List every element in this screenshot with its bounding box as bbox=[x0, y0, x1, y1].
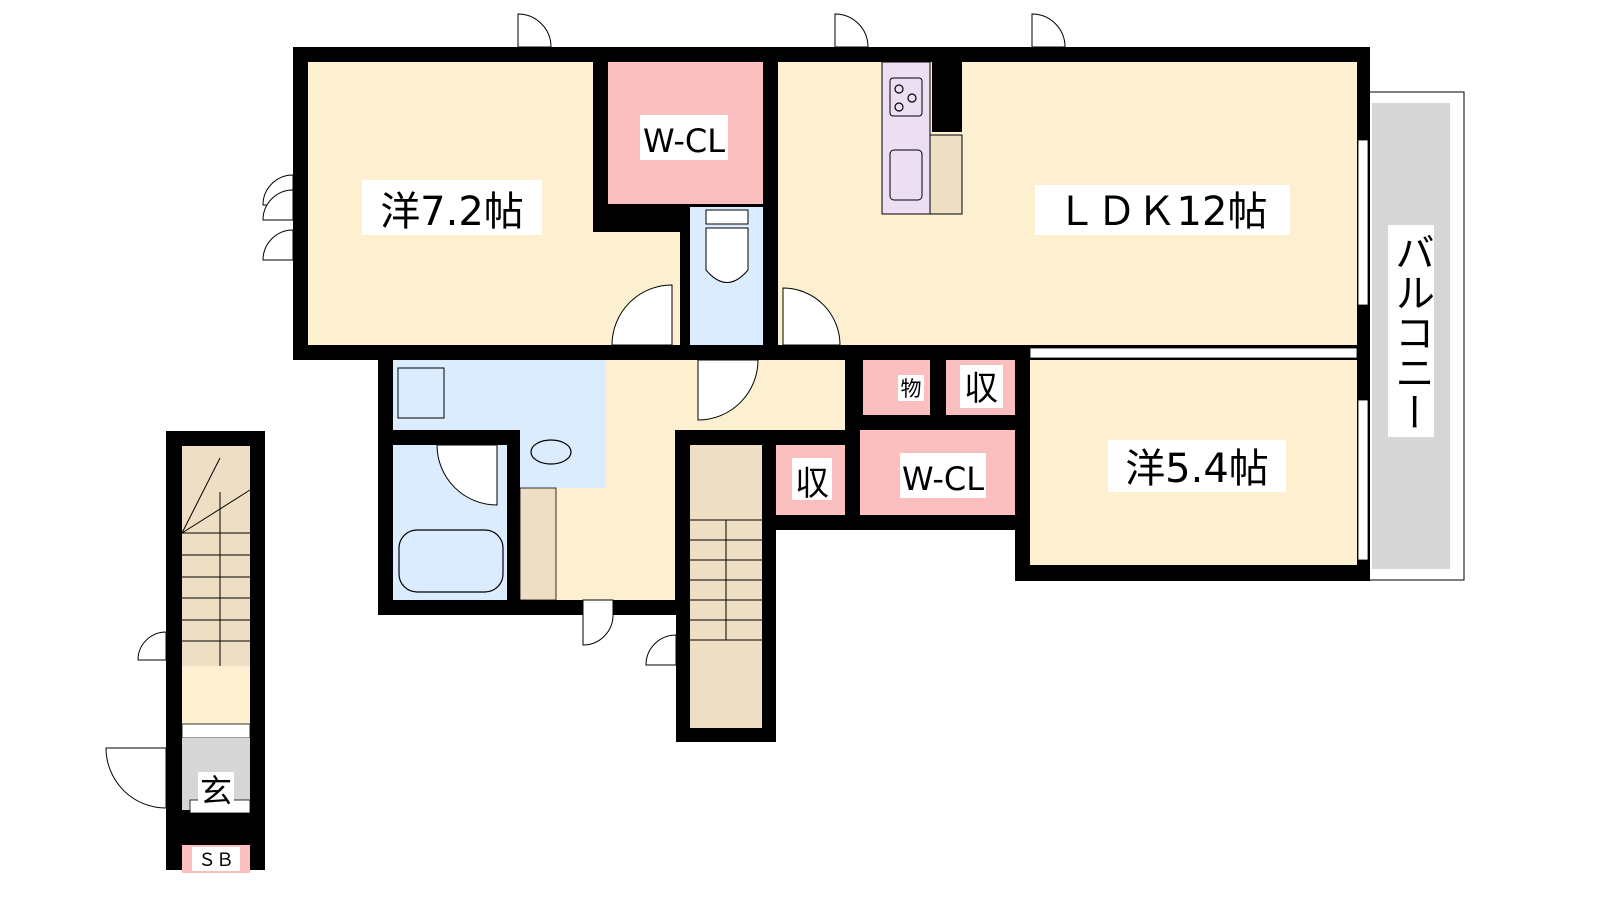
label-ldk: ＬＤＫ12帖 bbox=[1057, 189, 1268, 235]
label-storage-2: 収 bbox=[964, 369, 998, 409]
entrance-door-icon bbox=[105, 747, 167, 809]
label-storage-small: 物 bbox=[901, 377, 922, 401]
sink-icon bbox=[889, 149, 923, 201]
door-side-icon bbox=[137, 631, 167, 661]
label-wcl-1: W-CL bbox=[643, 122, 725, 160]
door-western-icon bbox=[611, 284, 673, 346]
window-western-2 bbox=[1357, 399, 1369, 561]
sliding-door bbox=[1029, 347, 1358, 359]
door-toilet-icon bbox=[697, 359, 759, 421]
toilet-tank-icon bbox=[705, 209, 749, 225]
label-entrance: 玄 bbox=[200, 772, 232, 810]
stairs-entrance bbox=[182, 446, 250, 666]
door-top-3-icon bbox=[1031, 13, 1066, 48]
kitchen-counter bbox=[881, 61, 931, 215]
label-shoe-box: ＳＢ bbox=[198, 850, 234, 871]
label-storage-1: 収 bbox=[795, 464, 829, 504]
label-western-7-2: 洋7.2帖 bbox=[380, 189, 524, 235]
room-washroom bbox=[393, 360, 605, 430]
balcony-label: バルコニー bbox=[1388, 232, 1434, 432]
door-top-2-icon bbox=[834, 13, 869, 48]
label-western-5-4: 洋5.4帖 bbox=[1125, 446, 1269, 492]
window-ldk bbox=[1357, 139, 1369, 306]
door-ldk-icon bbox=[782, 287, 841, 346]
washing-machine-icon bbox=[397, 367, 445, 419]
toilet-icon bbox=[705, 227, 749, 283]
stove-icon bbox=[889, 77, 923, 117]
door-top-1-icon bbox=[517, 13, 552, 48]
basin-icon bbox=[530, 439, 572, 465]
bathtub-icon bbox=[398, 529, 504, 593]
label-wcl-2: W-CL bbox=[902, 460, 984, 498]
